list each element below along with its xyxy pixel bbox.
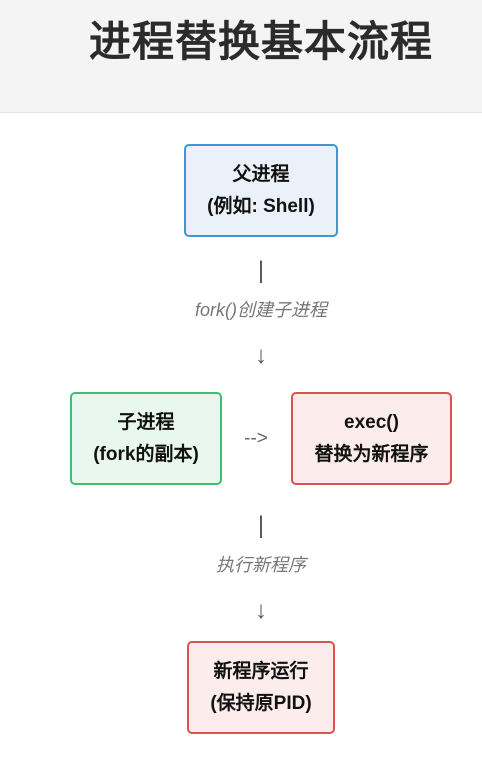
edge-label-exec: 执行新程序 [216,555,306,575]
node-exec-line1: exec() [344,411,399,433]
node-result-line1: 新程序运行 [213,660,309,682]
header-bar: 进程替换基本流程 [0,0,482,113]
node-new-program: 新程序运行 (保持原PID) [187,641,335,734]
node-child-line1: 子进程 [117,411,175,433]
down-arrow-icon: ↓ [255,342,267,369]
node-parent-line1: 父进程 [232,163,290,185]
down-arrow-icon: ↓ [255,597,267,624]
node-exec: exec() 替换为新程序 [291,392,452,485]
node-exec-line2: 替换为新程序 [314,443,429,465]
node-result-line2: (保持原PID) [210,692,312,714]
connector-bar-bottom: | [257,512,265,539]
node-parent-process: 父进程 (例如: Shell) [184,144,338,237]
node-child-line2: (fork的副本) [93,443,199,465]
connector-bar-top: | [257,257,265,284]
node-parent-line2: (例如: Shell) [207,195,315,217]
page-title: 进程替换基本流程 [88,18,433,65]
edge-label-fork: fork()创建子进程 [195,300,327,320]
dashed-arrow: --> [244,428,268,449]
node-child-process: 子进程 (fork的副本) [70,392,222,485]
